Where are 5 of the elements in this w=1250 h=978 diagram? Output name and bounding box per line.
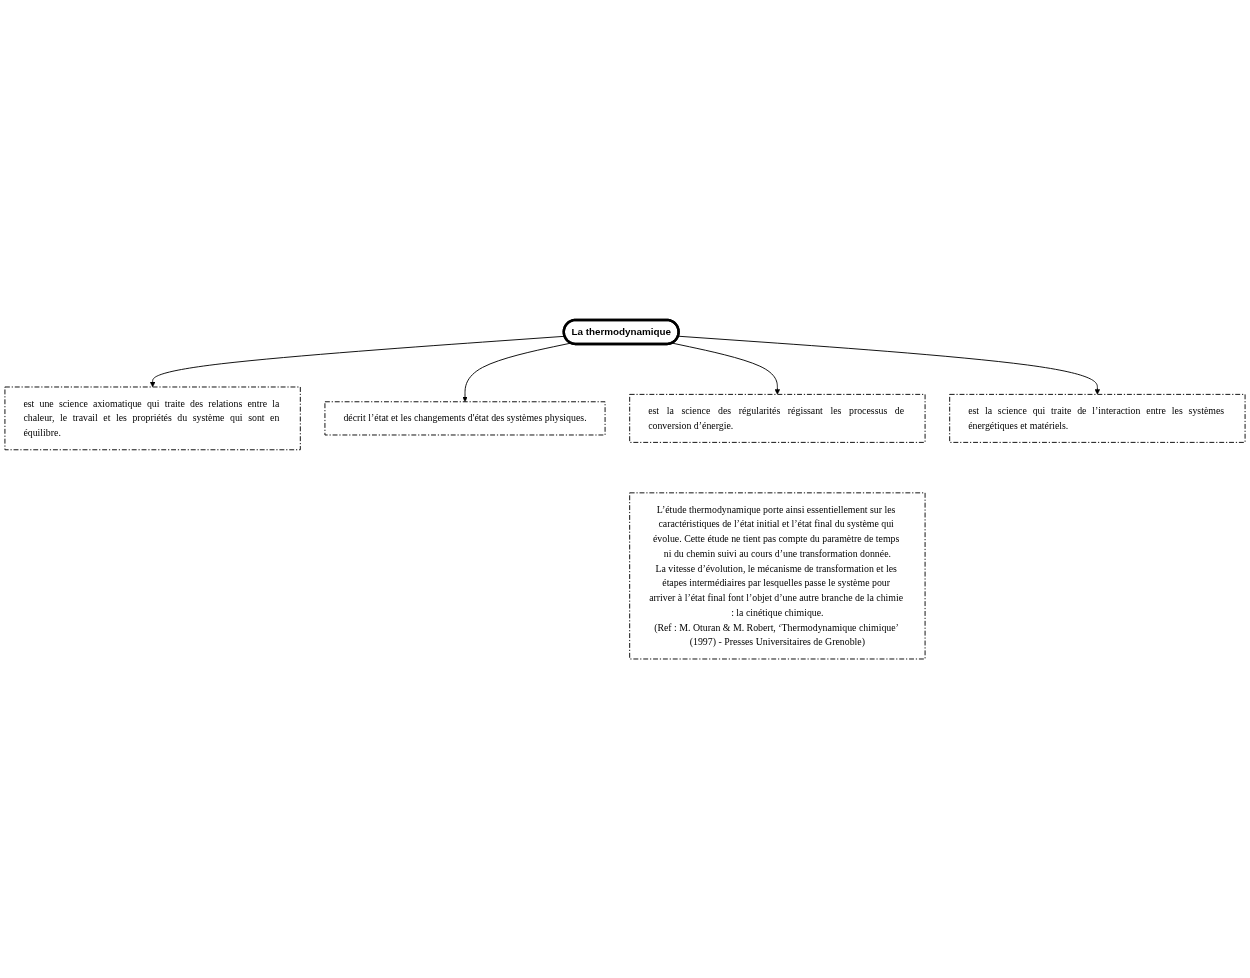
node-box: décrit l’état et les changements d'état des systèmes physiques.	[324, 400, 606, 435]
node-box: L’étude thermodynamique porte ainsi essentiellement sur les caractéristiques de l’état initial et l’état final du système qui évolue. Cette étude ne tient pas compte du paramètre de temps ni du chemin suivi au cours d’une transformation donnée. La vitesse d’évolution, le mécanisme de transformation et les étapes intermédiaires par lesquelles passe le système pour arriver à l’état final font l’objet d’une autre branche de la chimie : la cinétique chimique. (Ref : M. Oturan & M. Robert, ‘Thermodynamique chimique’ (1997) - Presses Universitaires de Grenoble)	[629, 491, 926, 659]
node-box: est la science qui traite de l’interaction entre les systèmes énergétiques et matériels.	[949, 393, 1246, 443]
node-box: est une science axiomatique qui traite des relations entre la chaleur, le travail et les propriétés du système qui sont en équilibre.	[4, 386, 301, 450]
node-box: est la science des régularités régissant les processus de conversion d’énergie.	[629, 393, 926, 443]
